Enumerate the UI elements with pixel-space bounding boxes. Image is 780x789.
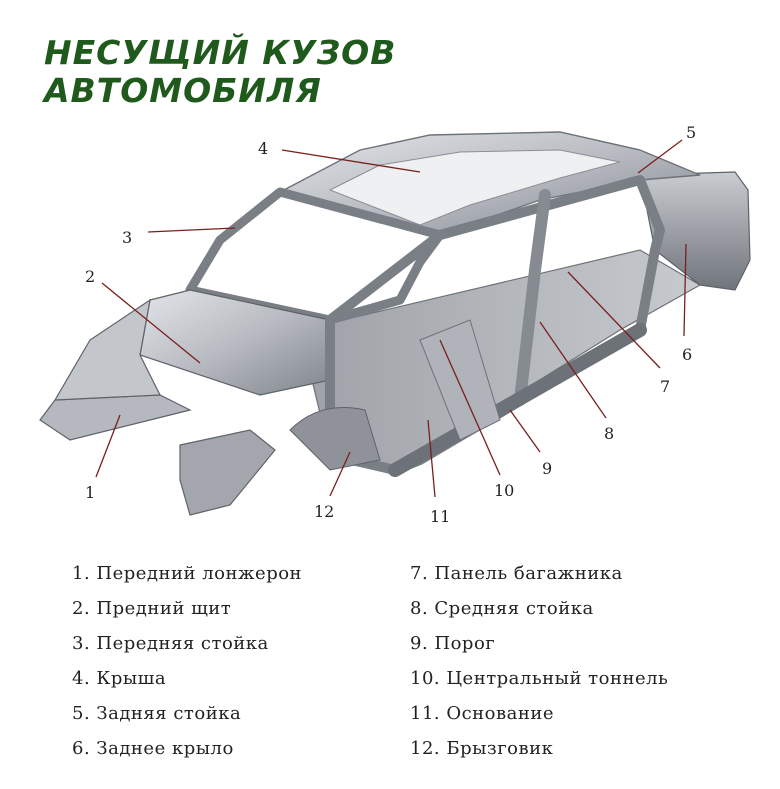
legend-item: 9. Порог bbox=[410, 633, 496, 654]
legend-column-left: 1. Передний лонжерон 2. Предний щит 3. П… bbox=[72, 560, 302, 770]
callout-9: 9 bbox=[542, 459, 553, 478]
leader-lines bbox=[95, 139, 687, 498]
legend-item: 7. Панель багажника bbox=[410, 563, 623, 584]
legend-column-right: 7. Панель багажника 8. Средняя стойка 9.… bbox=[410, 560, 668, 770]
callout-2: 2 bbox=[85, 267, 96, 286]
callout-12: 12 bbox=[314, 502, 335, 521]
legend-item: 10. Центральный тоннель bbox=[410, 668, 669, 689]
callout-11: 11 bbox=[430, 507, 451, 526]
splash-guard-shape bbox=[289, 407, 381, 471]
callout-8: 8 bbox=[604, 424, 615, 443]
callout-1: 1 bbox=[85, 483, 96, 502]
car-body-diagram bbox=[39, 131, 751, 516]
sill-shape bbox=[388, 323, 647, 477]
title-line-1: НЕСУЩИЙ КУЗОВ bbox=[44, 33, 397, 72]
callout-4: 4 bbox=[258, 139, 269, 158]
page-title: НЕСУЩИЙ КУЗОВ АВТОМОБИЛЯ bbox=[44, 34, 396, 110]
legend-item: 4. Крыша bbox=[72, 668, 167, 689]
callout-10: 10 bbox=[494, 481, 515, 500]
front-rail-left bbox=[39, 394, 192, 441]
rear-fender-shape bbox=[639, 171, 751, 291]
tunnel-shape bbox=[419, 319, 501, 441]
callout-7: 7 bbox=[660, 377, 671, 396]
legend-item: 6. Заднее крыло bbox=[72, 738, 234, 759]
legend-item: 11. Основание bbox=[410, 703, 555, 724]
legend-item: 3. Передняя стойка bbox=[72, 633, 269, 654]
legend-item: 5. Задняя стойка bbox=[72, 703, 242, 724]
front-rail-right bbox=[179, 429, 276, 516]
callout-5: 5 bbox=[686, 123, 697, 142]
legend-item: 8. Средняя стойка bbox=[410, 598, 594, 619]
front-apron bbox=[53, 298, 161, 401]
front-firewall bbox=[139, 289, 331, 396]
b-pillar-shape bbox=[514, 189, 551, 406]
legend-item: 12. Брызговик bbox=[410, 738, 554, 759]
legend-item: 1. Передний лонжерон bbox=[72, 563, 303, 584]
legend-item: 2. Предний щит bbox=[72, 598, 232, 619]
title-line-2: АВТОМОБИЛЯ bbox=[44, 71, 322, 110]
callout-3: 3 bbox=[122, 228, 133, 247]
callout-6: 6 bbox=[682, 345, 693, 364]
